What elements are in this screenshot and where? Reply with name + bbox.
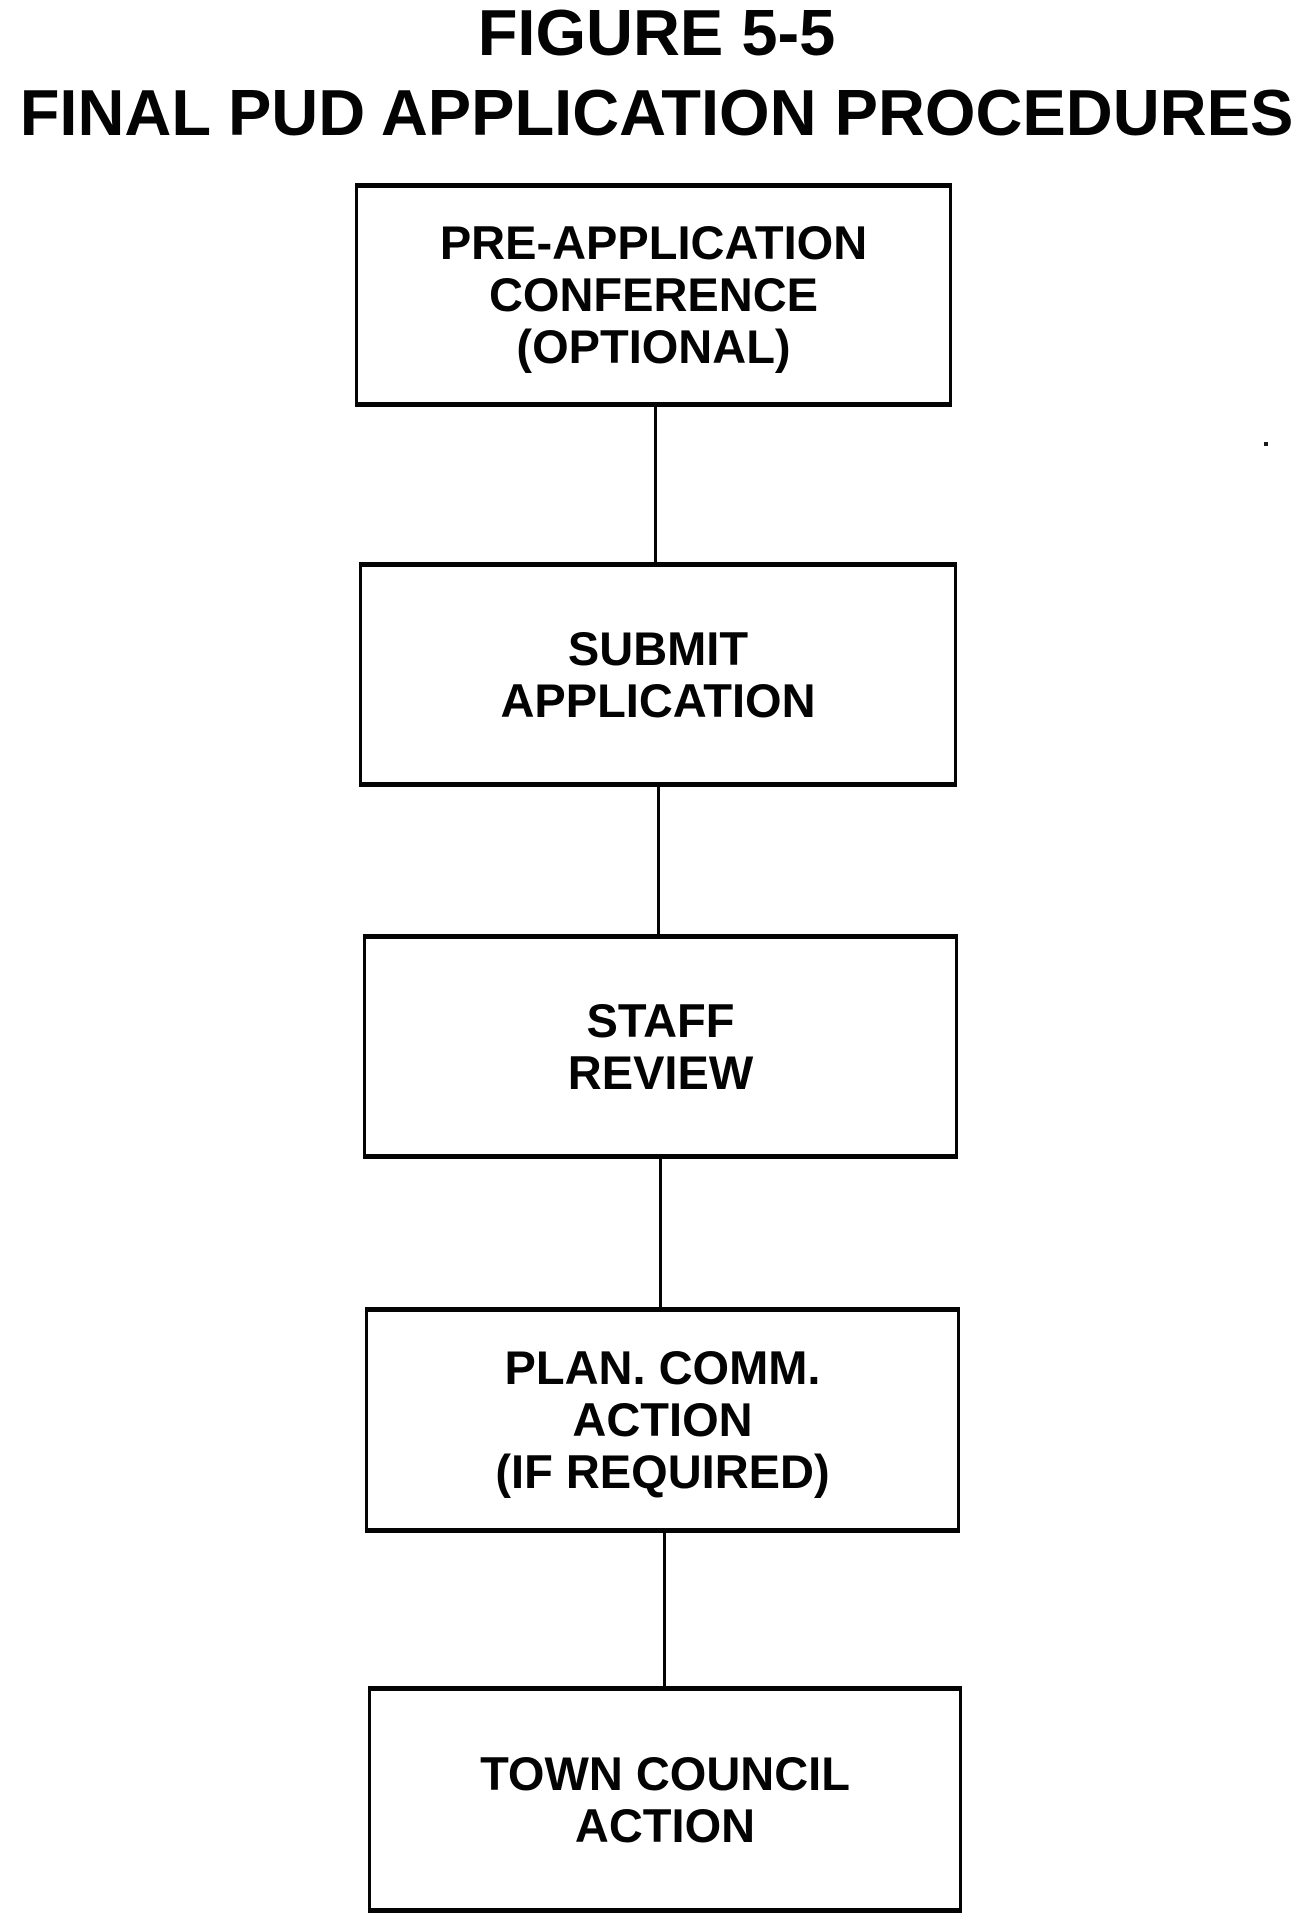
flow-step-label-line: ACTION (574, 1798, 756, 1852)
flow-step-label-line: SUBMIT (567, 621, 749, 675)
flow-step-label-line: (OPTIONAL) (516, 320, 791, 373)
flow-step-label-line: PRE-APPLICATION (439, 216, 868, 269)
flow-connector-1 (654, 404, 657, 566)
flow-step-town-council-action: TOWN COUNCIL ACTION (368, 1686, 962, 1913)
scan-speck (1264, 442, 1268, 446)
figure-title: FIGURE 5-5 FINAL PUD APPLICATION PROCEDU… (0, 0, 1313, 153)
flow-step-label-line: ACTION (572, 1393, 753, 1446)
flow-connector-4 (663, 1530, 666, 1690)
flow-step-label-line: APPLICATION (500, 673, 816, 727)
figure-name-line: FINAL PUD APPLICATION PROCEDURES (19, 76, 1294, 149)
flow-step-pre-application-conference: PRE-APPLICATION CONFERENCE (OPTIONAL) (355, 183, 952, 407)
flow-step-label-line: CONFERENCE (488, 268, 819, 321)
flow-connector-2 (657, 784, 660, 937)
flow-step-label-line: REVIEW (567, 1045, 754, 1099)
flow-step-submit-application: SUBMIT APPLICATION (359, 562, 957, 787)
flow-step-staff-review: STAFF REVIEW (363, 934, 958, 1159)
flow-step-label-line: (IF REQUIRED) (495, 1445, 830, 1498)
flow-connector-3 (659, 1156, 662, 1311)
flow-step-plan-comm-action: PLAN. COMM. ACTION (IF REQUIRED) (365, 1307, 960, 1533)
flow-step-label-line: TOWN COUNCIL (480, 1746, 850, 1800)
flow-step-label-line: STAFF (586, 993, 735, 1047)
figure-number-line: FIGURE 5-5 (477, 0, 836, 69)
flow-step-label-line: PLAN. COMM. (504, 1341, 821, 1394)
